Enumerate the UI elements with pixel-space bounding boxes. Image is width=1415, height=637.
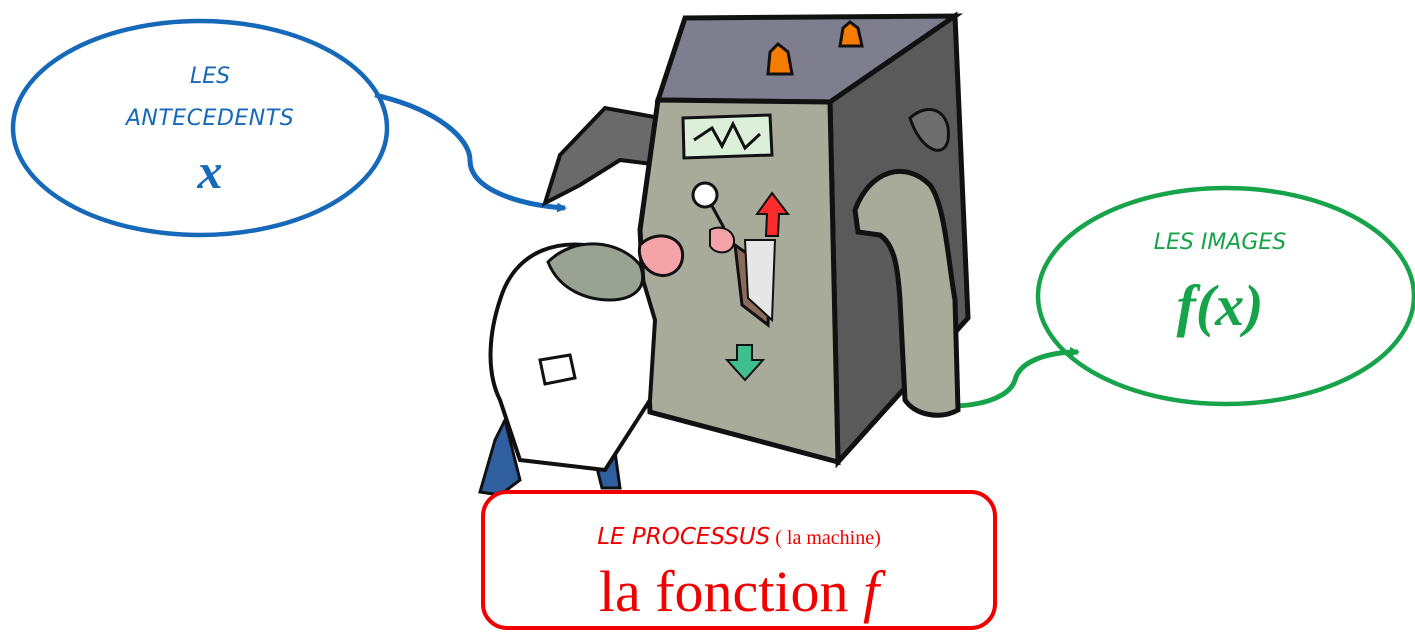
up-arrow-icon — [755, 191, 791, 237]
output-label: LES IMAGES — [1153, 230, 1287, 255]
waveform-display-icon — [681, 113, 774, 160]
input-label-line2: ANTECEDENTS — [125, 106, 295, 131]
side-bump — [908, 107, 950, 152]
process-note: ( la machine) — [770, 527, 881, 549]
process-variable: f — [863, 559, 880, 624]
output-arrow — [954, 347, 1080, 409]
warning-light-icon — [766, 41, 794, 76]
process-box: LE PROCESSUS ( la machine) la fonction f — [481, 490, 997, 630]
output-variable: f(x) — [1176, 273, 1264, 338]
input-label-line1: LES — [189, 64, 231, 89]
output-chute — [852, 168, 961, 418]
scientist-figure — [478, 181, 777, 497]
output-ellipse — [1035, 185, 1415, 407]
input-arrow — [374, 92, 567, 213]
input-variable: x — [197, 143, 223, 199]
process-title-row: LE PROCESSUS ( la machine) — [485, 524, 993, 550]
warning-light-icon — [838, 20, 864, 48]
process-function-row: la fonction f — [485, 558, 993, 625]
down-arrow-icon — [724, 344, 766, 382]
input-ellipse — [10, 18, 390, 238]
process-title: LE PROCESSUS — [597, 524, 771, 550]
process-function-label: la fonction — [598, 559, 864, 624]
input-chute — [541, 105, 662, 207]
